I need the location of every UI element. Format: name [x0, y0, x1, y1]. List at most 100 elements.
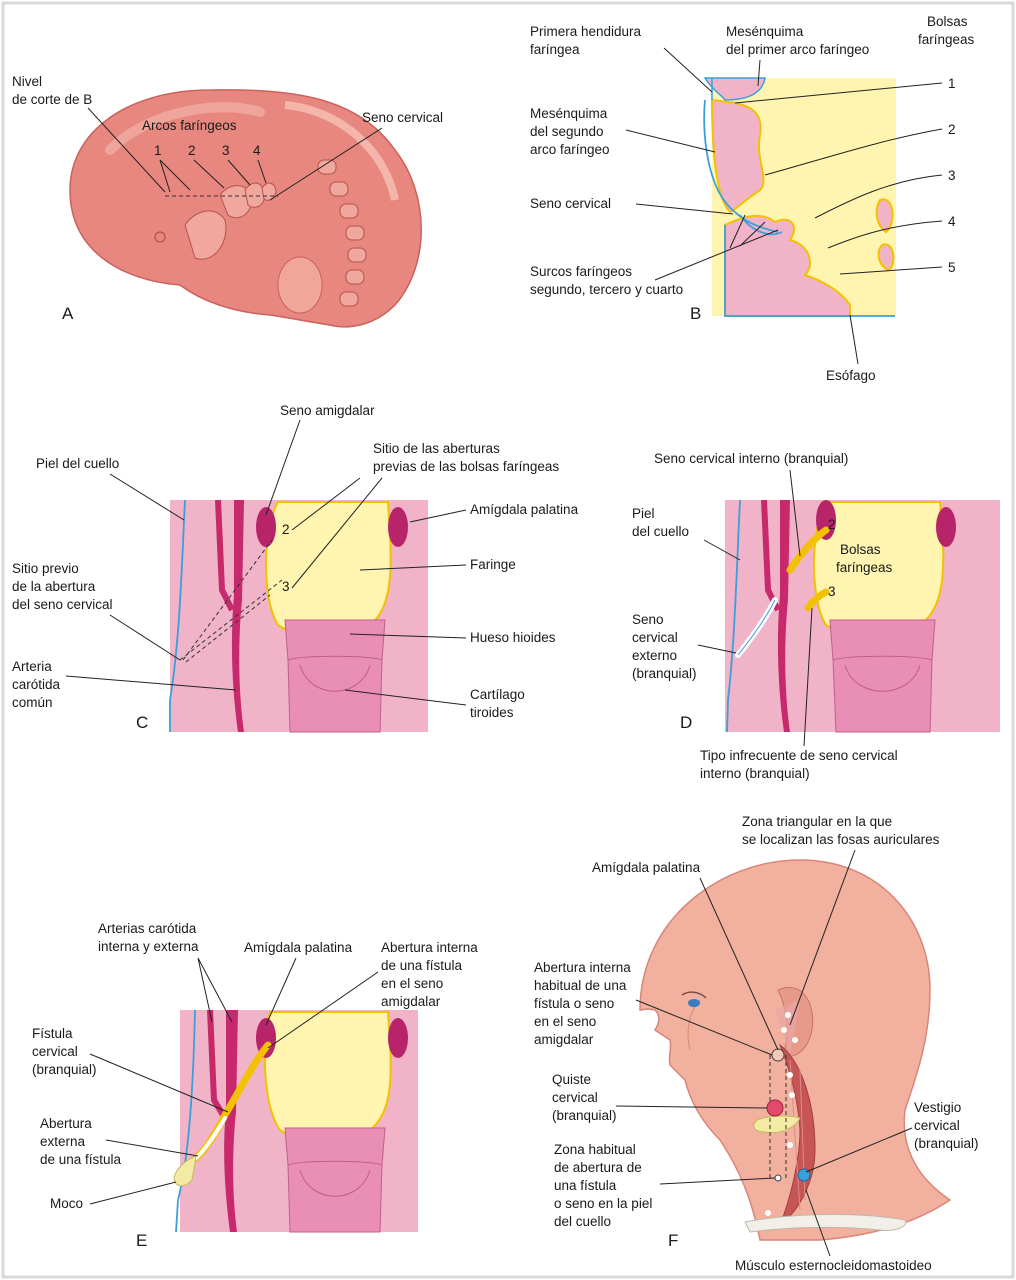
- label-zona-l1: Zona triangular en la que: [742, 814, 892, 829]
- label-bolsas-d-l2: faríngeas: [836, 560, 893, 575]
- label-zonah-l5: del cuello: [554, 1214, 611, 1229]
- label-zonah-l2: de abertura de: [554, 1160, 642, 1175]
- label-vest-l3: (branquial): [914, 1136, 979, 1151]
- label-seno-ext-l2: cervical: [632, 630, 678, 645]
- label-c-3: 3: [282, 579, 290, 594]
- label-quiste-l1: Quiste: [552, 1072, 591, 1087]
- label-abext-l2: externa: [40, 1134, 86, 1149]
- label-zona-l2: se localizan las fosas auriculares: [742, 832, 940, 847]
- label-c-2: 2: [282, 522, 290, 537]
- label-abint-f-l5: amigdalar: [534, 1032, 594, 1047]
- label-piel-d-l2: del cuello: [632, 524, 689, 539]
- hyoid-bone-e: [285, 1128, 385, 1165]
- leader-moco: [90, 1182, 176, 1204]
- label-arco-4: 4: [253, 143, 261, 158]
- label-amigdala-c: Amígdala palatina: [470, 502, 579, 517]
- label-arterias-l1: Arterias carótida: [98, 921, 197, 936]
- label-cart-l1: Cartílago: [470, 687, 525, 702]
- label-arcos: Arcos faríngeos: [142, 118, 237, 133]
- label-seno-amigdalar-c: Seno amigdalar: [280, 403, 375, 418]
- label-abext-l1: Abertura: [40, 1116, 92, 1131]
- panel-letter-f: F: [668, 1231, 678, 1250]
- panel-letter-d: D: [680, 713, 692, 732]
- label-surcos-l2: segundo, tercero y cuarto: [530, 282, 683, 297]
- label-abint-f-l4: en el seno: [534, 1014, 596, 1029]
- embryo-drawing: [70, 90, 421, 327]
- label-sitio-l2: previas de las bolsas faríngeas: [373, 459, 559, 474]
- label-mes1-l1: Mesénquima: [726, 24, 804, 39]
- label-arterias-l2: interna y externa: [98, 939, 199, 954]
- panel-e: Arterias carótida interna y externa Amíg…: [32, 921, 478, 1250]
- pharynx-e: [265, 1012, 391, 1141]
- panel-letter-a: A: [62, 304, 74, 323]
- panel-a: Nivel de corte de B Arcos faríngeos 1 2 …: [12, 74, 443, 327]
- label-zonah-l1: Zona habitual: [554, 1142, 636, 1157]
- label-mes2-l1: Mesénquima: [530, 106, 608, 121]
- leader-piel-c: [110, 474, 184, 520]
- label-arco-2: 2: [188, 143, 196, 158]
- internal-opening-f: [772, 1049, 784, 1061]
- label-mes2-l2: del segundo: [530, 124, 604, 139]
- panel-b: Primera hendidura faríngea Mesénquima de…: [530, 14, 975, 383]
- label-abint-e-l4: amigdalar: [381, 994, 441, 1009]
- label-amigdala-e: Amígdala palatina: [244, 940, 353, 955]
- label-bolsas-b-l2: faríngeas: [918, 32, 975, 47]
- panel-f: Zona triangular en la que se localizan l…: [534, 814, 979, 1273]
- label-primera-l1: Primera hendidura: [530, 24, 642, 39]
- label-vest-l1: Vestigio: [914, 1100, 961, 1115]
- label-fistula-l1: Fístula: [32, 1026, 73, 1041]
- label-arco-3: 3: [222, 143, 230, 158]
- label-primera-l2: faríngea: [530, 42, 580, 57]
- label-abint-f-l2: habitual de una: [534, 978, 627, 993]
- label-bolsa-3: 3: [948, 168, 956, 183]
- limb-bud: [278, 257, 322, 313]
- label-bolsas-d-l1: Bolsas: [840, 542, 881, 557]
- label-sitioprev-l2: de la abertura: [12, 579, 96, 594]
- label-abint-f-l3: fístula o seno: [534, 996, 614, 1011]
- label-tipo-l2: interno (branquial): [700, 766, 810, 781]
- label-tipo-l1: Tipo infrecuente de seno cervical: [700, 748, 898, 763]
- label-fistula-l3: (branquial): [32, 1062, 97, 1077]
- label-arteria-l3: común: [12, 695, 53, 710]
- label-nivel-l1: Nivel: [12, 74, 42, 89]
- hyoid-bone-d: [830, 620, 935, 660]
- label-mes2-l3: arco faríngeo: [530, 142, 610, 157]
- label-amigdala-f: Amígdala palatina: [592, 860, 701, 875]
- label-sitio-l1: Sitio de las aberturas: [373, 441, 500, 456]
- panel-letter-c: C: [136, 713, 148, 732]
- label-seno-cervical-a: Seno cervical: [362, 110, 443, 125]
- label-surcos-l1: Surcos faríngeos: [530, 264, 632, 279]
- label-zonah-l4: o seno en la piel: [554, 1196, 652, 1211]
- eye: [688, 999, 700, 1007]
- label-abint-e-l3: en el seno: [381, 976, 443, 991]
- label-hioides-c: Hueso hioides: [470, 630, 556, 645]
- label-seno-ext-l1: Seno: [632, 612, 664, 627]
- panel-letter-b: B: [690, 304, 701, 323]
- label-bolsas-b-l1: Bolsas: [927, 14, 968, 29]
- leader-primera: [664, 48, 712, 92]
- label-fistula-l2: cervical: [32, 1044, 78, 1059]
- label-nivel-l2: de corte de B: [12, 92, 92, 107]
- label-piel-c: Piel del cuello: [36, 456, 119, 471]
- label-abint-e-l1: Abertura interna: [381, 940, 478, 955]
- label-moco: Moco: [50, 1196, 83, 1211]
- label-bolsa-2: 2: [948, 122, 956, 137]
- label-abint-e-l2: de una fístula: [381, 958, 463, 973]
- thyroid-cartilage-d: [833, 656, 932, 732]
- panel-letter-e: E: [136, 1231, 147, 1250]
- label-esofago: Esófago: [826, 368, 876, 383]
- label-sitioprev-l3: del seno cervical: [12, 597, 113, 612]
- label-abext-l3: de una fístula: [40, 1152, 122, 1167]
- label-arteria-l2: carótida: [12, 677, 61, 692]
- label-quiste-l2: cervical: [552, 1090, 598, 1105]
- label-seno-cervical-b: Seno cervical: [530, 196, 611, 211]
- label-cart-l2: tiroides: [470, 705, 514, 720]
- label-seno-ext-l3: externo: [632, 648, 677, 663]
- label-musculo: Músculo esternocleidomastoideo: [735, 1258, 932, 1273]
- label-arteria-l1: Arteria: [12, 659, 52, 674]
- label-vest-l2: cervical: [914, 1118, 960, 1133]
- label-abint-f-l1: Abertura interna: [534, 960, 631, 975]
- cervical-cyst-f: [767, 1100, 783, 1116]
